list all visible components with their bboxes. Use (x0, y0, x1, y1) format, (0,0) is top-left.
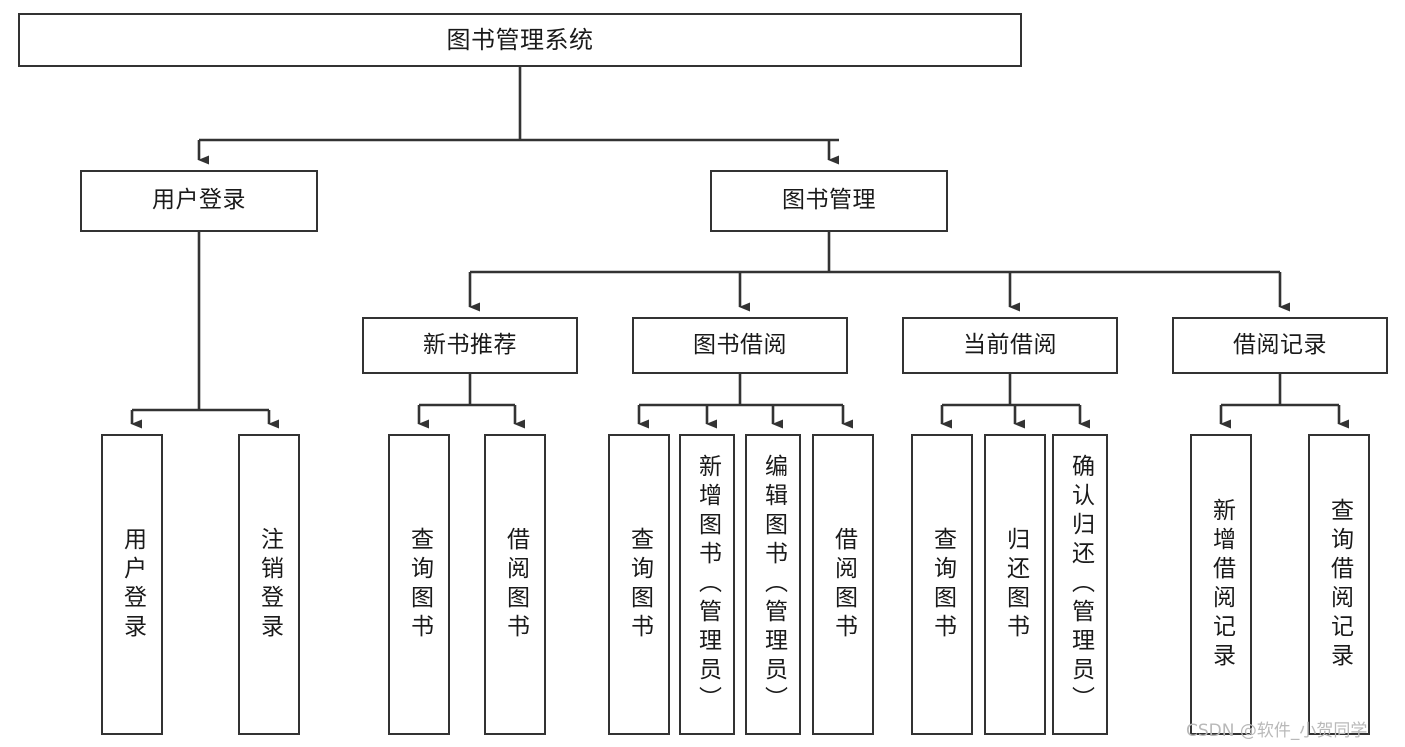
node-system-root[interactable]: 图书管理系统 (18, 13, 1022, 67)
node-label: 查询图书 (406, 526, 433, 643)
node-leaf-borrow-book-1[interactable]: 借阅图书 (484, 434, 546, 735)
node-label: 借阅记录 (1233, 331, 1327, 358)
node-leaf-borrow-book-2[interactable]: 借阅图书 (812, 434, 874, 735)
node-label: 借阅图书 (502, 526, 529, 643)
node-leaf-confirm-return[interactable]: 确认归还（管理员） (1052, 434, 1108, 735)
node-leaf-query-book-2[interactable]: 查询图书 (608, 434, 670, 735)
node-book-borrow[interactable]: 图书借阅 (632, 317, 848, 374)
node-label: 新增图书（管理员） (694, 454, 721, 715)
node-new-book-recommend[interactable]: 新书推荐 (362, 317, 578, 374)
node-label: 当前借阅 (963, 331, 1057, 358)
node-current-borrow[interactable]: 当前借阅 (902, 317, 1118, 374)
node-label: 图书借阅 (693, 331, 787, 358)
node-label: 查询图书 (626, 526, 653, 643)
node-leaf-add-book[interactable]: 新增图书（管理员） (679, 434, 735, 735)
node-leaf-user-login[interactable]: 用户登录 (101, 434, 163, 735)
node-label: 确认归还（管理员） (1067, 454, 1094, 715)
node-label: 查询图书 (929, 526, 956, 643)
node-label: 注销登录 (256, 526, 283, 643)
node-label: 编辑图书（管理员） (760, 454, 787, 715)
node-label: 新增借阅记录 (1208, 497, 1235, 672)
node-leaf-user-logout[interactable]: 注销登录 (238, 434, 300, 735)
node-user-login[interactable]: 用户登录 (80, 170, 318, 232)
watermark-text: CSDN @软件_小贺同学 (1186, 721, 1368, 741)
node-label: 归还图书 (1002, 526, 1029, 643)
node-leaf-edit-book[interactable]: 编辑图书（管理员） (745, 434, 801, 735)
node-label: 新书推荐 (423, 331, 517, 358)
node-label: 图书管理 (782, 187, 876, 214)
node-leaf-add-record[interactable]: 新增借阅记录 (1190, 434, 1252, 735)
node-leaf-return-book[interactable]: 归还图书 (984, 434, 1046, 735)
node-label: 用户登录 (119, 526, 146, 643)
node-label: 用户登录 (152, 187, 246, 214)
node-leaf-query-book-1[interactable]: 查询图书 (388, 434, 450, 735)
node-label: 查询借阅记录 (1326, 497, 1353, 672)
node-borrow-record[interactable]: 借阅记录 (1172, 317, 1388, 374)
node-book-manage[interactable]: 图书管理 (710, 170, 948, 232)
node-label: 图书管理系统 (446, 25, 594, 54)
node-leaf-query-record[interactable]: 查询借阅记录 (1308, 434, 1370, 735)
node-label: 借阅图书 (830, 526, 857, 643)
node-leaf-query-book-3[interactable]: 查询图书 (911, 434, 973, 735)
